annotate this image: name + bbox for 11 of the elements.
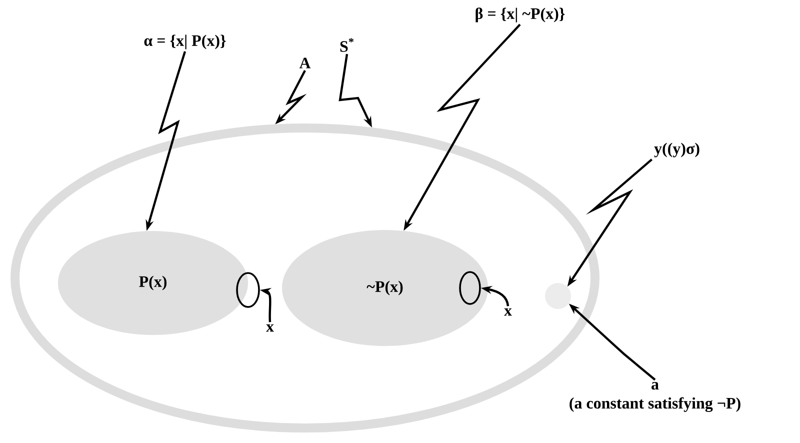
formula-label: y((y)σ) [654, 142, 700, 158]
variable-label: x [266, 324, 274, 332]
loop [459, 271, 481, 305]
loop [236, 272, 260, 308]
constant-label: a (a constant satisfying ¬P) [570, 382, 740, 412]
variable-label: x [504, 308, 512, 316]
label-text: S$^{*}$ [340, 38, 354, 52]
formula-label: β = {x| ~P(x)} [476, 8, 565, 22]
formula-label: α = {x| P(x)} [144, 34, 226, 50]
label-text: A [299, 58, 311, 68]
smudge [545, 283, 571, 309]
